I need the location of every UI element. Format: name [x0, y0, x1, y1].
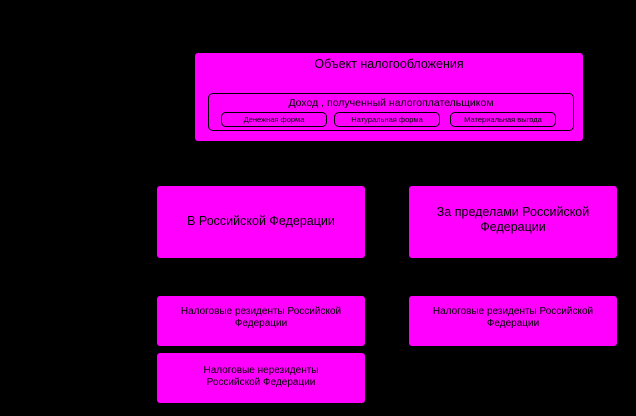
- outside-rf-residents-label: Налоговые резиденты Российской Федерации: [432, 306, 594, 329]
- natural-form-pill: Натуральная форма: [334, 112, 440, 127]
- in-rf-nonresidents-label: Налоговые нерезиденты Российской Федерац…: [203, 365, 319, 388]
- taxation-object-box: Объект налогообложения Доход , полученны…: [195, 53, 583, 141]
- taxation-object-title: Объект налогообложения: [314, 57, 464, 71]
- in-rf-label: В Российской Федерации: [187, 214, 335, 228]
- income-title: Доход , полученный налогоплательщиком: [288, 97, 494, 109]
- in-rf-residents-label: Налоговые резиденты Российской Федерации: [180, 306, 342, 329]
- in-rf-box: В Российской Федерации: [157, 186, 365, 258]
- outside-rf-label: За пределами Российской Федерации: [436, 205, 590, 234]
- outside-rf-box: За пределами Российской Федерации: [409, 186, 617, 258]
- money-form-pill: Денежная форма: [221, 112, 327, 127]
- material-benefit-pill: Материальная выгода: [450, 112, 556, 127]
- income-box: Доход , полученный налогоплательщиком Де…: [208, 93, 574, 131]
- in-rf-nonresidents-box: Налоговые нерезиденты Российской Федерац…: [157, 353, 365, 403]
- outside-rf-residents-box: Налоговые резиденты Российской Федерации: [409, 296, 617, 346]
- in-rf-residents-box: Налоговые резиденты Российской Федерации: [157, 296, 365, 346]
